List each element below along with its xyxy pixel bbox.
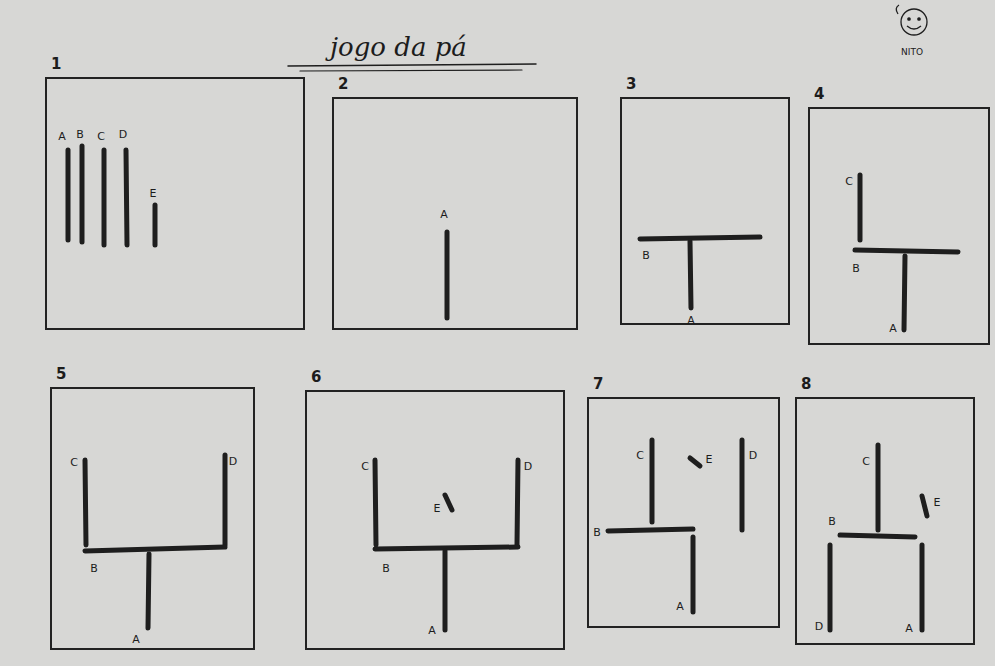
stick xyxy=(517,460,518,545)
stick xyxy=(375,547,518,549)
stick xyxy=(691,537,696,612)
stick xyxy=(876,445,881,530)
smiley-mouth xyxy=(907,26,921,29)
stick xyxy=(445,232,450,318)
stick-label: E xyxy=(934,497,941,508)
stick-label: C xyxy=(862,456,870,467)
panel-number: 6 xyxy=(311,370,321,385)
smiley-eye xyxy=(918,18,920,20)
panel-number: 5 xyxy=(56,367,66,382)
stick-label: D xyxy=(815,621,823,632)
stick xyxy=(690,458,700,466)
sketch-title: jogo da pá xyxy=(330,34,467,60)
stick-label: E xyxy=(150,188,157,199)
stick xyxy=(922,496,927,516)
stick xyxy=(740,440,745,530)
stick-label: A xyxy=(58,131,66,142)
stick-label: B xyxy=(382,563,390,574)
panel-frame: 7 xyxy=(587,397,780,628)
smiley-curl xyxy=(896,5,899,14)
stick xyxy=(445,495,452,510)
stick-label: A xyxy=(687,315,695,326)
panel-number: 3 xyxy=(626,77,636,92)
panel-number: 8 xyxy=(801,377,811,392)
stick-label: A xyxy=(428,625,436,636)
sticks xyxy=(68,64,958,630)
stick-label: B xyxy=(76,129,84,140)
panel-frame: 6 xyxy=(305,390,565,650)
smiley-eye xyxy=(908,18,910,20)
panel-number: 4 xyxy=(814,87,824,102)
stick-label: A xyxy=(905,623,913,634)
stick xyxy=(85,547,225,551)
stick-label: B xyxy=(593,527,601,538)
stick xyxy=(66,150,71,240)
stick-label: E xyxy=(434,503,441,514)
stick xyxy=(85,460,86,545)
panel-frame: 3 xyxy=(620,97,790,325)
stick-label: B xyxy=(90,563,98,574)
stick-label: A xyxy=(440,209,448,220)
panel-frame: 2 xyxy=(332,97,578,330)
stick xyxy=(640,237,760,239)
stick-label: D xyxy=(749,450,757,461)
panel-number: 1 xyxy=(51,57,61,72)
stick-label: C xyxy=(70,457,78,468)
panel-number: 7 xyxy=(593,377,603,392)
stick xyxy=(223,455,228,545)
signature: NITO xyxy=(901,48,923,57)
stick-label: C xyxy=(636,450,644,461)
stick xyxy=(650,440,655,522)
stick xyxy=(690,241,691,308)
stick-label: D xyxy=(229,456,237,467)
stick xyxy=(904,256,905,330)
stick xyxy=(80,146,85,242)
underline xyxy=(288,64,536,66)
panel-frame: 4 xyxy=(808,107,990,345)
stick xyxy=(126,150,127,245)
stick xyxy=(920,545,925,630)
stick-label: B xyxy=(852,263,860,274)
stick xyxy=(840,535,915,537)
stick-label: B xyxy=(642,250,650,261)
stick xyxy=(608,529,693,531)
smiley xyxy=(896,5,927,35)
stick-label: A xyxy=(676,601,684,612)
stick-label: B xyxy=(828,516,836,527)
stick-label: A xyxy=(132,634,140,645)
underline xyxy=(300,70,522,71)
stick-label: A xyxy=(889,323,897,334)
stick-label: D xyxy=(524,461,532,472)
stick xyxy=(858,175,863,240)
stick xyxy=(148,554,149,628)
stick-label: C xyxy=(845,176,853,187)
stick-label: E xyxy=(706,454,713,465)
stick-label: D xyxy=(119,129,127,140)
stick xyxy=(855,250,958,252)
panel-number: 2 xyxy=(338,77,348,92)
stick xyxy=(102,150,107,245)
stick-label: C xyxy=(97,131,105,142)
panel-frame: 5 xyxy=(50,387,255,650)
stick xyxy=(375,460,376,545)
smiley-face xyxy=(901,9,927,35)
panel-frame: 1 xyxy=(45,77,305,330)
stick-label: C xyxy=(361,461,369,472)
stick xyxy=(153,205,158,245)
stick xyxy=(443,551,448,630)
stick xyxy=(828,545,833,630)
panel-frame: 8 xyxy=(795,397,975,645)
